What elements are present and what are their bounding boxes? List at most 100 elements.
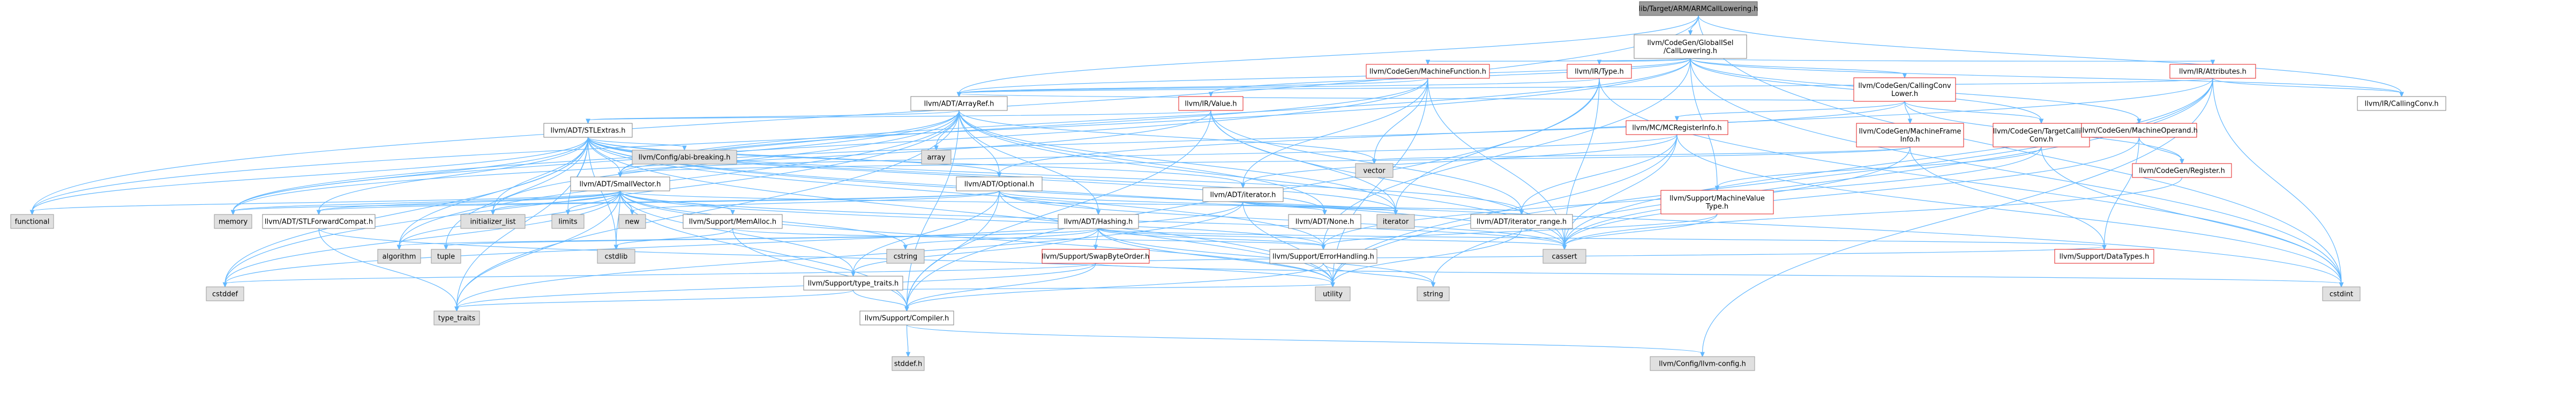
node-box xyxy=(1634,34,1747,59)
node-label: Lower.h xyxy=(1891,90,1918,98)
edge-line xyxy=(1717,146,2042,188)
node-box xyxy=(1542,249,1586,264)
edge-line xyxy=(1564,137,2140,247)
node-iterrange[interactable]: llvm/ADT/iterator_range.h xyxy=(1470,214,1573,229)
node-vector[interactable]: vector xyxy=(1355,163,1394,178)
node-array[interactable]: array xyxy=(921,150,952,165)
node-mop[interactable]: llvm/CodeGen/MachineOperand.h xyxy=(2080,123,2198,138)
node-utility[interactable]: utility xyxy=(1315,286,1351,301)
node-box xyxy=(1288,214,1361,229)
edge-iterator-to-iterrange xyxy=(1242,201,1524,216)
node-memalloc[interactable]: llvm/Support/MemAlloc.h xyxy=(683,214,783,229)
node-errorh[interactable]: llvm/Support/ErrorHandling.h xyxy=(1269,249,1377,264)
edge-arrowhead xyxy=(903,245,908,250)
edge-cclower-to-tcc xyxy=(1904,101,2044,124)
edge-arrowhead xyxy=(2102,245,2107,250)
node-cstddef[interactable]: cstddef xyxy=(206,286,244,301)
node-string[interactable]: string xyxy=(1417,286,1450,301)
edge-optional-to-hashing xyxy=(999,190,1101,216)
edge-arrowhead xyxy=(2180,159,2184,165)
node-stlextras[interactable]: llvm/ADT/STLExtras.h xyxy=(543,123,633,138)
node-smallvec[interactable]: llvm/ADT/SmallVector.h xyxy=(570,176,670,191)
node-root[interactable]: lib/Target/ARM/ARMCallLowering.h xyxy=(1639,1,1758,16)
node-iteratorstd[interactable]: iterator xyxy=(1376,214,1415,229)
node-cstring[interactable]: cstring xyxy=(886,249,925,264)
edge-cclower-to-mcreg xyxy=(1674,101,1905,122)
edge-swapbyte-to-cstdint xyxy=(1095,263,2344,288)
node-datatypes[interactable]: llvm/Support/DataTypes.h xyxy=(2054,249,2154,264)
edge-arrowhead xyxy=(29,210,35,216)
edge-arrowhead xyxy=(1519,210,1524,216)
edge-arrowhead xyxy=(1096,210,1101,216)
edge-line xyxy=(999,190,1099,212)
edge-arrowhead xyxy=(1208,92,1214,98)
edge-line xyxy=(958,78,1600,94)
edge-line xyxy=(233,190,1000,212)
node-attrs[interactable]: llvm/IR/Attributes.h xyxy=(2169,64,2256,79)
node-algorithm[interactable]: algorithm xyxy=(377,249,421,264)
edge-line xyxy=(1564,177,2183,247)
node-typetraits[interactable]: type_traits xyxy=(433,310,480,325)
edge-line xyxy=(32,137,589,212)
node-box xyxy=(597,249,635,264)
node-label: Conv.h xyxy=(2030,136,2053,144)
edge-line xyxy=(1095,246,2105,264)
edge-line xyxy=(958,93,1905,102)
node-memory[interactable]: memory xyxy=(214,214,252,229)
edge-stlextras-to-abibreak xyxy=(587,137,687,151)
node-limits[interactable]: limits xyxy=(551,214,585,229)
edge-typetraits_h-to-typetraits xyxy=(454,290,854,312)
node-cstdint[interactable]: cstdint xyxy=(2322,286,2361,301)
node-label: llvm/Config/llvm-config.h xyxy=(1659,360,1746,368)
edge-arrowhead xyxy=(490,210,496,216)
edge-typetraits_h-to-utility xyxy=(852,282,1335,291)
node-stddef[interactable]: stddef.h xyxy=(892,356,925,371)
node-initlist[interactable]: initializer_list xyxy=(460,214,526,229)
node-mcreg[interactable]: llvm/MC/MCRegisterInfo.h xyxy=(1626,120,1728,135)
edge-line xyxy=(1095,228,1099,247)
edge-line xyxy=(233,78,1428,212)
edge-line xyxy=(1676,134,2342,284)
edge-line xyxy=(999,190,1326,212)
node-arrayref[interactable]: llvm/ADT/ArrayRef.h xyxy=(910,96,1008,111)
node-value[interactable]: llvm/IR/Value.h xyxy=(1178,96,1244,111)
edge-line xyxy=(958,78,2213,94)
node-label: llvm/Support/SwapByteOrder.h xyxy=(1042,253,1150,261)
node-typetraits_h[interactable]: llvm/Support/type_traits.h xyxy=(803,276,903,291)
node-label: limits xyxy=(558,218,578,226)
node-iterator[interactable]: llvm/ADT/iterator.h xyxy=(1202,187,1284,202)
node-box xyxy=(1853,77,1956,102)
node-none[interactable]: llvm/ADT/None.h xyxy=(1288,214,1361,229)
node-label: Info.h xyxy=(1900,136,1920,144)
node-label: llvm/MC/MCRegisterInfo.h xyxy=(1632,124,1721,132)
node-stlfwd[interactable]: llvm/ADT/STLForwardCompat.h xyxy=(262,214,376,229)
node-cstdlib[interactable]: cstdlib xyxy=(597,249,635,264)
node-label: llvm/Support/Compiler.h xyxy=(865,315,949,323)
node-hashing[interactable]: llvm/ADT/Hashing.h xyxy=(1058,214,1139,229)
node-compiler[interactable]: llvm/Support/Compiler.h xyxy=(859,310,954,325)
node-callingconv[interactable]: llvm/IR/CallingConv.h xyxy=(2357,96,2446,111)
node-creg[interactable]: llvm/CodeGen/Register.h xyxy=(2132,163,2232,178)
node-new[interactable]: new xyxy=(618,214,646,229)
node-cassert[interactable]: cassert xyxy=(1542,249,1586,264)
edge-line xyxy=(318,228,1334,284)
edge-arrowhead xyxy=(1393,210,1398,216)
node-gisel[interactable]: llvm/CodeGen/GlobalISel/CallLowering.h xyxy=(1634,34,1747,59)
node-box xyxy=(1058,214,1139,229)
edge-line xyxy=(905,228,1099,247)
node-type[interactable]: llvm/IR/Type.h xyxy=(1567,64,1632,79)
node-llvmconfig[interactable]: llvm/Config/llvm-config.h xyxy=(1650,356,1755,371)
node-tuple[interactable]: tuple xyxy=(431,249,461,264)
edge-arrowhead xyxy=(630,210,635,216)
node-mf[interactable]: llvm/CodeGen/MachineFunction.h xyxy=(1366,64,1490,79)
node-functional[interactable]: functional xyxy=(10,214,54,229)
node-optional[interactable]: llvm/ADT/Optional.h xyxy=(956,176,1043,191)
node-box xyxy=(460,214,526,229)
edge-gisel-to-type xyxy=(1597,58,1691,65)
node-swapbyte[interactable]: llvm/Support/SwapByteOrder.h xyxy=(1042,249,1150,264)
node-abibreak[interactable]: llvm/Config/abi-breaking.h xyxy=(632,150,737,165)
